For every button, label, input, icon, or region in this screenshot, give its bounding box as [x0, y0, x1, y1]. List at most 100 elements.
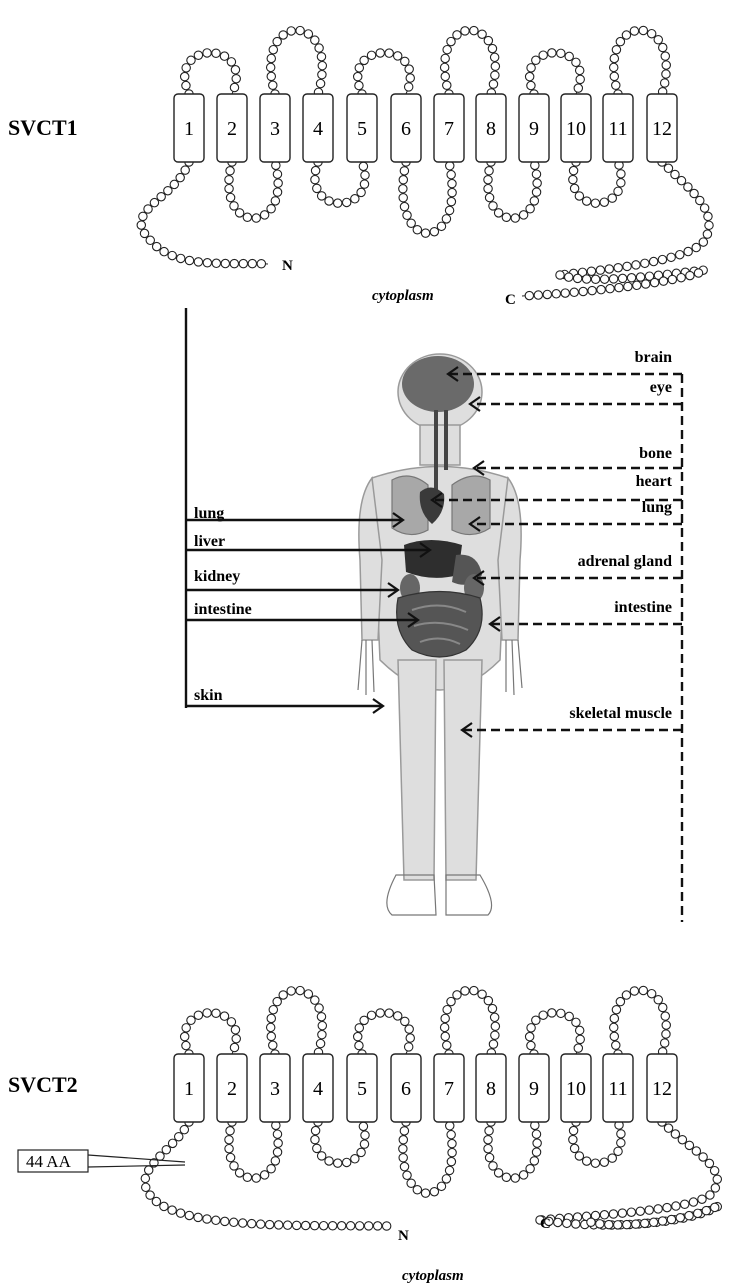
- residue-bead: [630, 27, 638, 35]
- tm-helix-label: 7: [444, 1078, 454, 1100]
- residue-bead: [587, 267, 595, 275]
- residue-bead: [591, 199, 599, 207]
- residue-bead: [659, 43, 667, 51]
- residue-bead: [575, 1026, 583, 1034]
- residue-bead: [662, 1021, 670, 1029]
- residue-bead: [266, 63, 274, 71]
- residue-bead: [360, 1140, 368, 1148]
- residue-bead: [394, 52, 402, 60]
- residue-bead: [710, 1167, 718, 1175]
- tm-helix-label: 5: [357, 1078, 367, 1100]
- residue-bead: [575, 192, 583, 200]
- svct1-n-terminus: N: [282, 258, 293, 274]
- residue-bead: [212, 1216, 220, 1224]
- residue-bead: [574, 1044, 582, 1052]
- residue-bead: [406, 74, 414, 82]
- residue-bead: [399, 1136, 407, 1144]
- residue-bead: [182, 64, 190, 72]
- residue-bead: [239, 259, 247, 267]
- residue-bead: [226, 193, 234, 201]
- residue-bead: [684, 183, 692, 191]
- residue-bead: [491, 1022, 499, 1030]
- residue-bead: [296, 26, 304, 34]
- residue-bead: [485, 193, 493, 201]
- residue-bead: [565, 52, 573, 60]
- residue-bead: [359, 1122, 367, 1130]
- svct2-n-terminus: N: [398, 1228, 409, 1244]
- residue-bead: [627, 1208, 635, 1216]
- residue-bead: [269, 81, 277, 89]
- residue-bead: [182, 1024, 190, 1032]
- residue-bead: [610, 63, 618, 71]
- svct2-tissue-intestine: intestine: [614, 599, 672, 616]
- residue-bead: [405, 1025, 413, 1033]
- residue-bead: [235, 209, 243, 217]
- residue-bead: [274, 179, 282, 187]
- residue-bead: [243, 1173, 251, 1181]
- residue-bead: [676, 1214, 684, 1222]
- residue-bead: [230, 1043, 238, 1051]
- liver-organ: [404, 540, 462, 578]
- residue-bead: [364, 1222, 372, 1230]
- residue-bead: [660, 1039, 668, 1047]
- residue-bead: [491, 62, 499, 70]
- residue-bead: [614, 1147, 622, 1155]
- residue-bead: [662, 61, 670, 69]
- residue-bead: [243, 213, 251, 221]
- residue-bead: [641, 259, 649, 267]
- residue-bead: [318, 1021, 326, 1029]
- tm-helix-label: 3: [270, 118, 280, 140]
- tm-helix-label: 2: [227, 118, 237, 140]
- human-body-figure: [358, 354, 522, 915]
- residue-bead: [442, 1175, 450, 1183]
- residue-bead: [671, 1130, 679, 1138]
- residue-bead: [556, 271, 564, 279]
- residue-bead: [502, 213, 510, 221]
- residue-bead: [608, 194, 616, 202]
- residue-bead: [448, 1139, 456, 1147]
- residue-bead: [491, 1031, 499, 1039]
- residue-bead: [279, 991, 287, 999]
- residue-bead: [491, 71, 499, 79]
- residue-bead: [168, 251, 176, 259]
- residue-bead: [437, 222, 445, 230]
- residue-bead: [404, 1043, 412, 1051]
- svct1-tissue-liver: liver: [194, 533, 225, 550]
- residue-bead: [530, 197, 538, 205]
- residue-bead: [489, 1040, 497, 1048]
- residue-bead: [548, 1009, 556, 1017]
- residue-bead: [400, 167, 408, 175]
- residue-bead: [543, 290, 551, 298]
- residue-bead: [610, 1014, 618, 1022]
- residue-bead: [612, 1006, 620, 1014]
- residue-bead: [582, 1157, 590, 1165]
- residue-bead: [187, 1016, 195, 1024]
- residue-bead: [630, 987, 638, 995]
- residue-bead: [177, 254, 185, 262]
- residue-bead: [359, 162, 367, 170]
- residue-bead: [401, 1017, 409, 1025]
- residue-bead: [385, 1009, 393, 1017]
- residue-bead: [624, 282, 632, 290]
- residue-bead: [539, 1011, 547, 1019]
- residue-bead: [235, 1169, 243, 1177]
- residue-bead: [690, 189, 698, 197]
- residue-bead: [489, 202, 497, 210]
- residue-bead: [610, 72, 618, 80]
- residue-bead: [227, 58, 235, 66]
- residue-bead: [401, 57, 409, 65]
- insert-label: 44 AA: [26, 1152, 72, 1171]
- residue-bead: [576, 75, 584, 83]
- residue-bead: [355, 1222, 363, 1230]
- residue-bead: [225, 1145, 233, 1153]
- residue-bead: [661, 52, 669, 60]
- residue-bead: [334, 1159, 342, 1167]
- residue-bead: [700, 204, 708, 212]
- residue-bead: [361, 171, 369, 179]
- residue-bead: [702, 1206, 710, 1214]
- residue-bead: [484, 1136, 492, 1144]
- svct1-topology: SVCT1 123456789101112 N C cytoplasm: [8, 26, 713, 308]
- tm-helix-label: 8: [486, 118, 496, 140]
- tm-helix-label: 12: [652, 118, 672, 140]
- residue-bead: [502, 1173, 510, 1181]
